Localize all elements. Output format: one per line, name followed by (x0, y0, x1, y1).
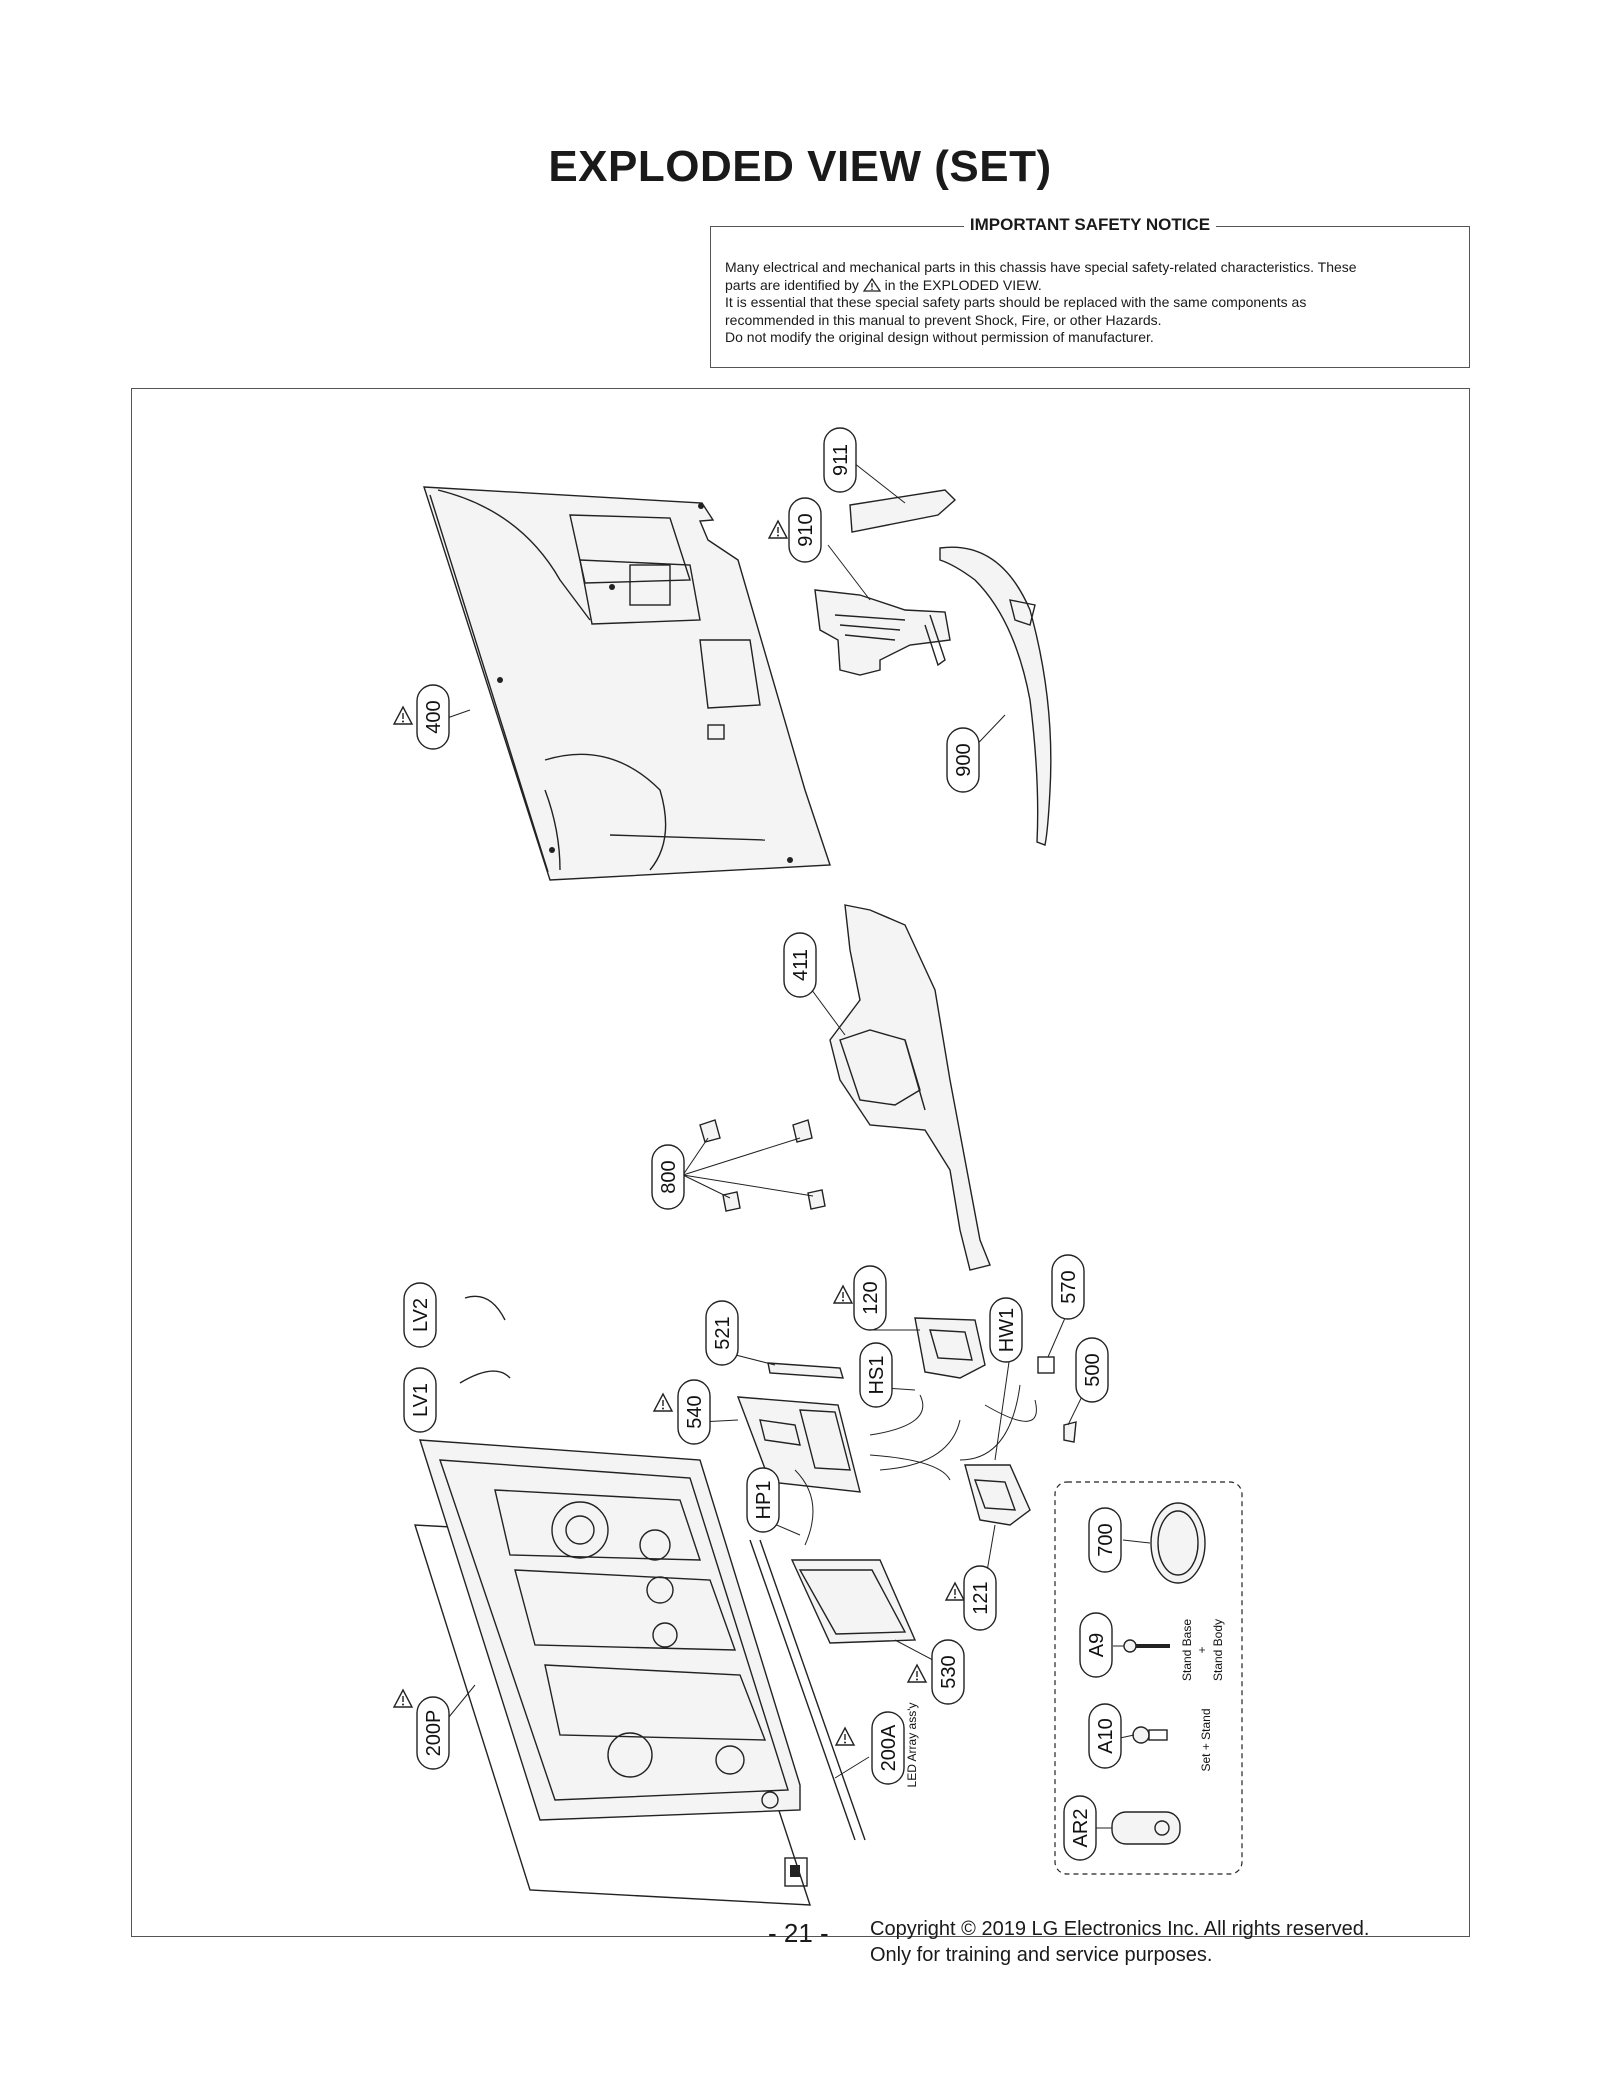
display-panel-drawing (414, 1439, 866, 1906)
warning-triangle-icon (393, 706, 413, 725)
clips-drawing (699, 1119, 826, 1212)
notice-line-4: recommended in this manual to prevent Sh… (725, 311, 1162, 328)
callout-lv2: LV2 (403, 1282, 437, 1348)
part-label-911: 911 (830, 444, 852, 476)
copyright-block: Copyright © 2019 LG Electronics Inc. All… (870, 1916, 1369, 1968)
part-label-500: 500 (1082, 1353, 1104, 1386)
callout-200p: 200P (416, 1696, 450, 1770)
part-label-200p: 200P (423, 1710, 445, 1757)
callout-200a: 200A (871, 1711, 905, 1785)
safety-notice-body: Many electrical and mechanical parts in … (725, 259, 1455, 347)
warning-triangle-icon (833, 1285, 853, 1304)
part-label-lv1: LV1 (410, 1383, 432, 1417)
part-label-hp1: HP1 (753, 1481, 775, 1520)
callout-800: 800 (651, 1144, 685, 1210)
part-label-hw1: HW1 (996, 1308, 1018, 1352)
part-label-900: 900 (953, 743, 975, 776)
part-label-ar2: AR2 (1070, 1809, 1092, 1848)
rear-bracket-drawing (829, 904, 991, 1271)
safety-notice-heading: IMPORTANT SAFETY NOTICE (711, 215, 1469, 235)
part-label-530: 530 (938, 1655, 960, 1688)
part-label-910: 910 (795, 513, 817, 546)
callout-hp1: HP1 (746, 1467, 780, 1533)
callout-a9: A9 (1079, 1612, 1113, 1678)
callout-900: 900 (946, 727, 980, 793)
warning-triangle-icon (862, 277, 881, 292)
part-label-121: 121 (970, 1581, 992, 1614)
part-label-a9: A9 (1086, 1633, 1108, 1657)
callout-911: 911 (823, 427, 857, 493)
exploded-view-frame (131, 388, 1470, 1937)
part-label-a10: A10 (1095, 1718, 1117, 1754)
warning-triangle-icon (653, 1393, 673, 1412)
notice-line-2: parts are identified by in the EXPLODED … (725, 276, 1042, 293)
notice-line-1: Many electrical and mechanical parts in … (725, 259, 1357, 275)
stand-neck-drawing (939, 546, 1052, 846)
cables-drawing (459, 1295, 1037, 1546)
callout-910: 910 (788, 497, 822, 563)
callout-530: 530 (931, 1639, 965, 1705)
callout-121: 121 (963, 1565, 997, 1631)
part-label-120: 120 (860, 1281, 882, 1314)
plus-note: + (1195, 1646, 1209, 1653)
stand-base-note: Stand Base (1180, 1619, 1194, 1681)
callout-700: 700 (1088, 1507, 1122, 1573)
callout-500: 500 (1075, 1337, 1109, 1403)
callout-ar2: AR2 (1063, 1795, 1097, 1861)
part-label-700: 700 (1095, 1523, 1117, 1556)
callout-400: 400 (416, 684, 450, 750)
warning-triangle-icon (945, 1582, 965, 1601)
page-number: - 21 - (768, 1918, 829, 1948)
part-label-hs1: HS1 (866, 1356, 888, 1395)
callout-lv1: LV1 (403, 1367, 437, 1433)
notice-line-3: It is essential that these special safet… (725, 294, 1307, 310)
callout-411: 411 (783, 932, 817, 998)
back-cover-drawing (423, 486, 831, 881)
callout-hs1: HS1 (859, 1342, 893, 1408)
warning-triangle-icon (907, 1664, 927, 1683)
part-label-200a: 200A (878, 1724, 900, 1771)
part-label-411: 411 (790, 949, 812, 981)
part-label-570: 570 (1058, 1270, 1080, 1303)
part-label-lv2: LV2 (410, 1298, 432, 1332)
led-array-note: LED Array ass'y (905, 1703, 919, 1788)
callout-521: 521 (705, 1300, 739, 1366)
warning-triangle-icon (835, 1727, 855, 1746)
stand-body-note: Stand Body (1211, 1619, 1225, 1681)
copyright-line-2: Only for training and service purposes. (870, 1944, 1213, 1966)
copyright-line-1: Copyright © 2019 LG Electronics Inc. All… (870, 1918, 1370, 1940)
callout-570: 570 (1051, 1254, 1085, 1320)
callout-hw1: HW1 (989, 1297, 1023, 1363)
part-label-400: 400 (423, 700, 445, 733)
safety-notice-box: IMPORTANT SAFETY NOTICE Many electrical … (710, 215, 1470, 368)
callout-120: 120 (853, 1265, 887, 1331)
accessory-box-drawing (1054, 1481, 1243, 1875)
callout-a10: A10 (1088, 1703, 1122, 1769)
warning-triangle-icon (393, 1689, 413, 1708)
power-board-drawing (790, 1317, 1077, 1644)
notice-line-5: Do not modify the original design withou… (725, 329, 1154, 345)
part-label-521: 521 (712, 1316, 734, 1349)
stand-body-drawing (814, 489, 957, 676)
warning-triangle-icon (768, 520, 788, 539)
callout-540: 540 (677, 1379, 711, 1445)
part-label-800: 800 (658, 1160, 680, 1193)
set-stand-note: Set + Stand (1199, 1708, 1213, 1771)
part-label-540: 540 (684, 1395, 706, 1428)
page-title: EXPLODED VIEW (SET) (548, 142, 1052, 191)
